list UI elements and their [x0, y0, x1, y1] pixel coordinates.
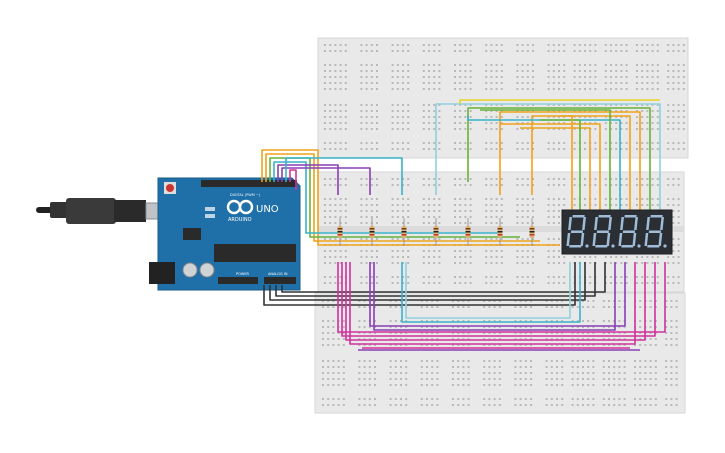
wire-magenta[interactable]: [289, 169, 297, 190]
breadboard-top-holes: [324, 44, 685, 150]
digital-label: DIGITAL (PWM ~): [230, 193, 261, 197]
analog-label: ANALOG IN: [268, 272, 288, 276]
resistor[interactable]: [433, 218, 439, 246]
resistor-row: [337, 218, 535, 246]
wire-black[interactable]: [263, 262, 576, 306]
power-header[interactable]: [218, 277, 258, 284]
wire-orange[interactable]: [520, 127, 591, 210]
atmega-chip: [214, 244, 296, 262]
wire-lightblue[interactable]: [435, 103, 661, 210]
reset-button-icon[interactable]: [164, 182, 176, 194]
board-model: UNO: [256, 204, 279, 215]
analog-header[interactable]: [264, 277, 296, 284]
breadboard-bottom-holes: [322, 300, 678, 406]
wire-magenta[interactable]: [345, 262, 646, 341]
wire-green[interactable]: [480, 109, 611, 210]
resistor[interactable]: [369, 218, 375, 246]
display-digits: 8.8.8.8.: [566, 215, 667, 248]
arduino-logo-icon: [226, 199, 254, 215]
wire-purple[interactable]: [373, 262, 616, 331]
wire-magenta[interactable]: [349, 262, 636, 345]
wire-teal[interactable]: [401, 262, 581, 323]
display-digit: 8.: [566, 215, 589, 248]
wire-green[interactable]: [467, 107, 651, 210]
wire-orange[interactable]: [261, 149, 560, 246]
capacitor: [199, 262, 215, 278]
wire-orange[interactable]: [265, 153, 540, 242]
display-digit: 8.: [592, 215, 615, 248]
wire-purple[interactable]: [281, 167, 371, 195]
usb-chip: [183, 228, 201, 240]
usb-cable-icon[interactable]: [36, 198, 169, 224]
wire-orange[interactable]: [560, 115, 573, 210]
arduino-uno-board[interactable]: ARDUINO UNO DIGITAL (PWM ~) POWER ANALOG…: [149, 177, 301, 291]
resistor[interactable]: [401, 218, 407, 246]
resistor[interactable]: [465, 218, 471, 246]
wire-green[interactable]: [540, 119, 581, 210]
board-logo-text: ARDUINO: [228, 217, 252, 223]
wire-black[interactable]: [269, 262, 586, 301]
seven-segment-display[interactable]: 8.8.8.8.: [561, 209, 673, 255]
power-jack: [149, 262, 175, 284]
wire-black[interactable]: [275, 262, 596, 297]
digital-header[interactable]: [201, 180, 297, 187]
wire-yellow[interactable]: [459, 99, 660, 104]
breadboard-top[interactable]: [317, 37, 689, 159]
power-label: POWER: [236, 272, 250, 276]
display-digit: 8.: [644, 215, 667, 248]
wire-orange[interactable]: [499, 111, 641, 210]
wire-orange[interactable]: [500, 123, 601, 210]
wire-purple[interactable]: [369, 262, 626, 327]
capacitor: [182, 262, 198, 278]
resistor[interactable]: [529, 218, 535, 246]
resistor[interactable]: [497, 218, 503, 246]
breadboard-bottom[interactable]: [314, 292, 686, 414]
wire-black[interactable]: [281, 262, 606, 293]
wire-magenta[interactable]: [337, 262, 666, 333]
wire-purple[interactable]: [277, 164, 339, 195]
resistor[interactable]: [337, 218, 343, 246]
wire-magenta[interactable]: [341, 262, 656, 337]
wire-orange[interactable]: [531, 115, 631, 210]
wires: [261, 99, 666, 351]
wire-teal[interactable]: [285, 157, 403, 195]
wire-lightblue[interactable]: [405, 262, 571, 319]
display-digit: 8.: [618, 215, 641, 248]
